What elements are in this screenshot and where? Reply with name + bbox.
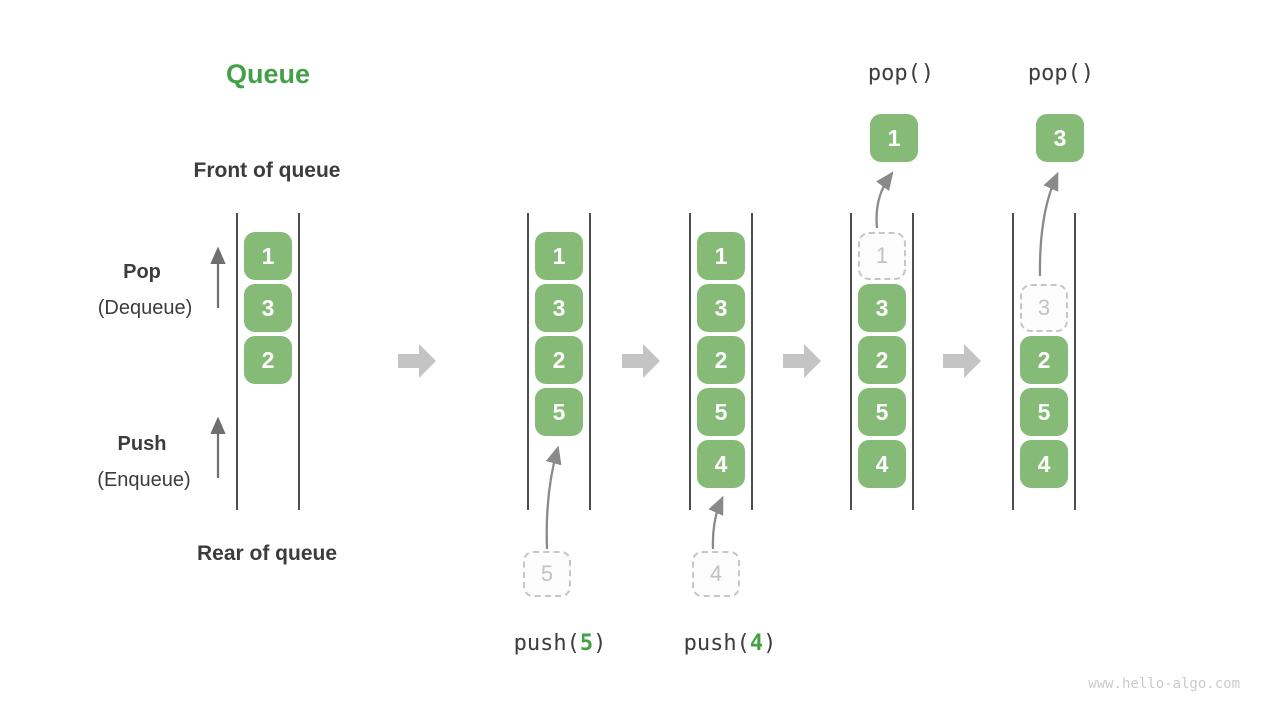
move-arrow-icon: [708, 495, 724, 550]
rear-of-queue-label: Rear of queue: [196, 542, 338, 565]
queue-element: 3: [858, 284, 906, 332]
queue-wall-right: [751, 213, 753, 510]
queue-wall-right: [298, 213, 300, 510]
queue-wall-left: [236, 213, 238, 510]
queue-element: 3: [244, 284, 292, 332]
queue-element: 1: [535, 232, 583, 280]
queue-element: 2: [858, 336, 906, 384]
push-call-label-2: push(4): [684, 631, 777, 657]
move-arrow-icon: [545, 445, 562, 550]
queue-element: 2: [1020, 336, 1068, 384]
pending-push-element: 5: [523, 551, 571, 597]
queue-wall-left: [689, 213, 691, 510]
push-call-label-1: push(5): [514, 631, 607, 657]
queue-element: 4: [697, 440, 745, 488]
step-arrow-icon: [943, 344, 981, 378]
queue-element-dashed: 3: [1020, 284, 1068, 332]
pop-label: Pop: [123, 261, 161, 283]
queue-element: 5: [697, 388, 745, 436]
push-call-arg: 5: [579, 631, 594, 656]
enqueue-label: (Enqueue): [97, 469, 191, 491]
queue-element: 2: [535, 336, 583, 384]
push-label: Push: [117, 433, 167, 455]
move-arrow-icon: [1038, 171, 1059, 277]
push-call-suffix: ): [593, 631, 607, 656]
watermark: www.hello-algo.com: [1088, 676, 1240, 692]
queue-wall-left: [527, 213, 529, 510]
move-arrow-icon: [875, 171, 894, 229]
pop-call-label-1: pop(): [867, 61, 935, 86]
queue-wall-right: [1074, 213, 1076, 510]
queue-wall-left: [1012, 213, 1014, 510]
queue-element: 1: [697, 232, 745, 280]
queue-element: 3: [535, 284, 583, 332]
push-call-prefix: push(: [513, 631, 580, 656]
queue-element: 2: [244, 336, 292, 384]
queue-element-dashed: 1: [858, 232, 906, 280]
push-call-suffix: ): [763, 631, 777, 656]
queue-wall-right: [589, 213, 591, 510]
push-call-arg: 4: [749, 631, 764, 656]
step-arrow-icon: [398, 344, 436, 378]
popped-element: 1: [870, 114, 918, 162]
queue-wall-left: [850, 213, 852, 510]
queue-element: 5: [858, 388, 906, 436]
queue-wall-right: [912, 213, 914, 510]
queue-element: 5: [535, 388, 583, 436]
pending-push-element: 4: [692, 551, 740, 597]
queue-element: 3: [697, 284, 745, 332]
step-arrow-icon: [783, 344, 821, 378]
popped-element: 3: [1036, 114, 1084, 162]
diagram-title: Queue: [225, 59, 311, 89]
pop-call-label-2: pop(): [1027, 61, 1095, 86]
step-arrow-icon: [622, 344, 660, 378]
dequeue-label: (Dequeue): [97, 297, 193, 319]
queue-element: 2: [697, 336, 745, 384]
queue-element: 1: [244, 232, 292, 280]
queue-element: 4: [858, 440, 906, 488]
queue-element: 4: [1020, 440, 1068, 488]
front-of-queue-label: Front of queue: [193, 159, 341, 182]
queue-element: 5: [1020, 388, 1068, 436]
push-call-prefix: push(: [683, 631, 750, 656]
